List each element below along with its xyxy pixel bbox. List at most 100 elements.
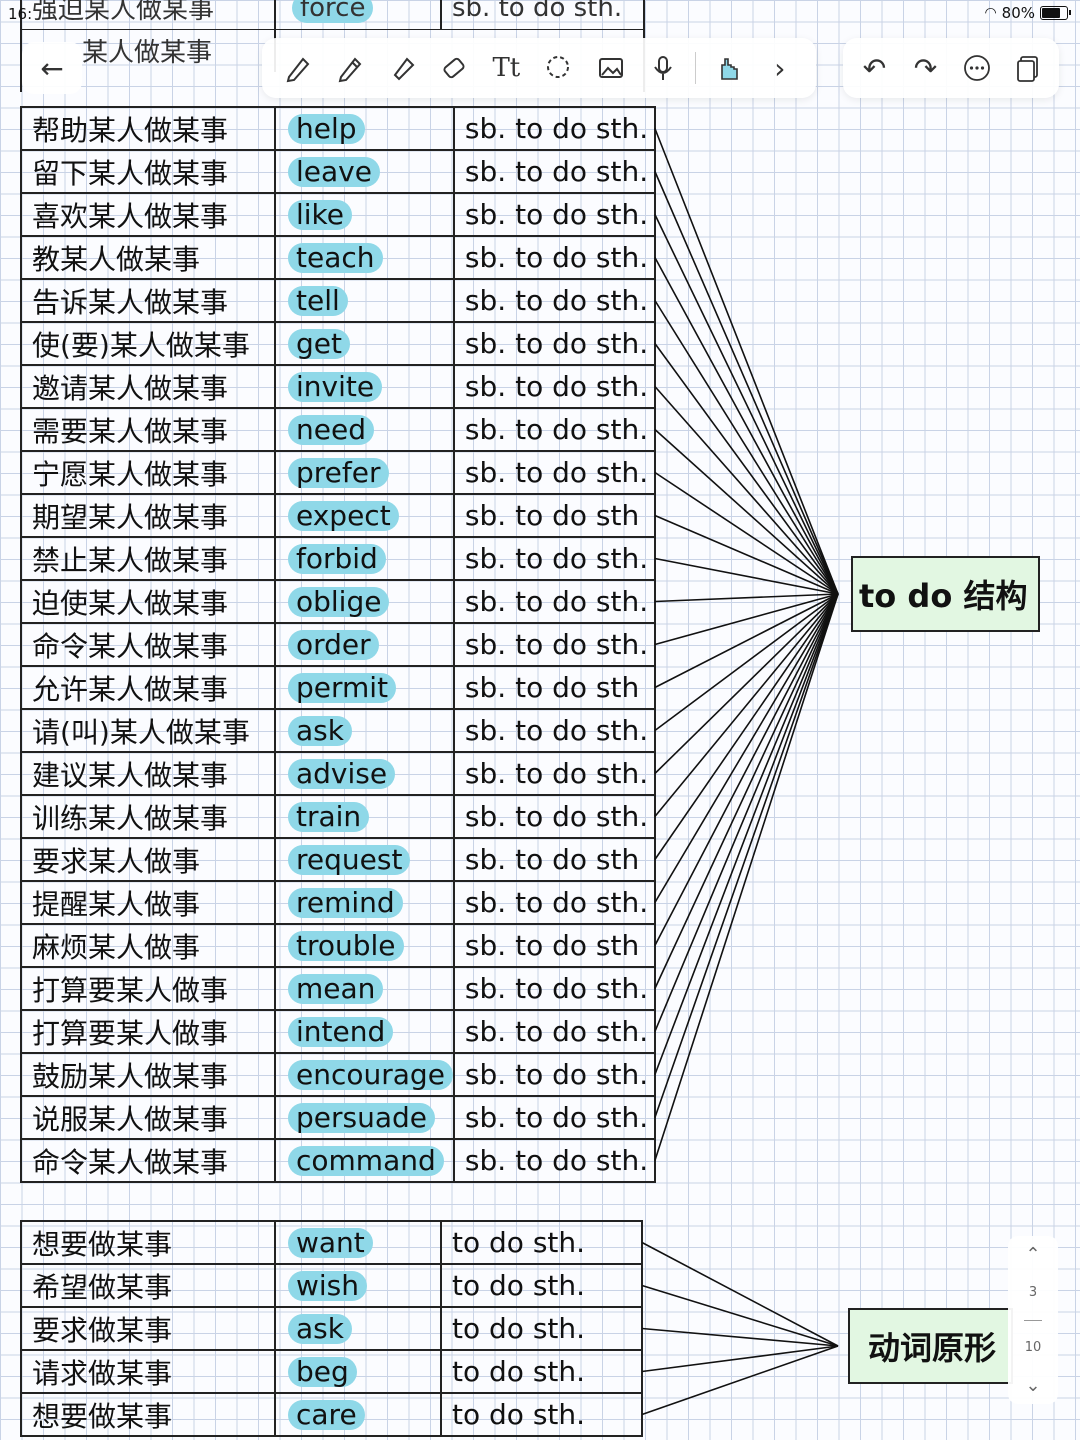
pattern-cell: sb. to do sth. bbox=[452, 450, 656, 495]
chevron-down-icon[interactable]: ⌄ bbox=[1025, 1375, 1041, 1396]
lasso-icon[interactable] bbox=[538, 48, 578, 88]
pen-icon[interactable] bbox=[278, 48, 318, 88]
verb-highlight: leave bbox=[288, 157, 380, 187]
verb-highlight: oblige bbox=[288, 587, 390, 617]
more-icon[interactable] bbox=[957, 48, 997, 88]
chinese-meaning: 邀请某人做某事 bbox=[20, 364, 276, 409]
verb-highlight: advise bbox=[288, 759, 396, 789]
pattern-cell: to do sth. bbox=[440, 1263, 643, 1308]
pattern-cell: sb. to do sth. bbox=[452, 966, 656, 1011]
verb-cell: teach bbox=[274, 235, 455, 280]
image-icon[interactable] bbox=[591, 48, 631, 88]
battery-icon bbox=[1040, 6, 1071, 20]
label-bare-infinitive: 动词原形 bbox=[848, 1308, 1013, 1384]
undo-icon[interactable]: ↶ bbox=[862, 51, 887, 85]
verb-cell: invite bbox=[274, 364, 455, 409]
connector-line bbox=[654, 514, 839, 595]
connector-line bbox=[654, 171, 839, 595]
total-pages: 10 bbox=[1024, 1340, 1042, 1356]
connector-line bbox=[641, 1327, 839, 1347]
verb-cell: ask bbox=[274, 708, 455, 753]
arrow-left-icon: ← bbox=[40, 51, 64, 85]
verb-cell: oblige bbox=[274, 579, 455, 624]
verb-cell: forbid bbox=[274, 536, 455, 581]
verb-highlight: beg bbox=[288, 1357, 357, 1387]
verb-highlight: tell bbox=[288, 286, 348, 316]
verb-cell: like bbox=[274, 192, 455, 237]
chevron-right-icon[interactable]: › bbox=[774, 51, 786, 85]
pattern-cell: sb. to do sth. bbox=[452, 1052, 656, 1097]
verb-highlight: trouble bbox=[288, 931, 404, 961]
pattern-cell: sb. to do sth. bbox=[452, 235, 656, 280]
connector-line bbox=[654, 128, 839, 595]
verb-cell: order bbox=[274, 622, 455, 667]
chinese-meaning: 训练某人做某事 bbox=[20, 794, 276, 839]
chinese-meaning: 打算要某人做事 bbox=[20, 1009, 276, 1054]
status-right: ◠ 80% bbox=[984, 4, 1071, 22]
pattern-cell: to do sth. bbox=[440, 1220, 643, 1265]
pattern-cell: sb. to do sth. bbox=[452, 751, 656, 796]
ghost-row: 强迫某人做某事 force sb. to do sth. bbox=[22, 0, 643, 30]
verb-highlight: remind bbox=[288, 888, 403, 918]
verb-cell: wish bbox=[274, 1263, 442, 1308]
marker-icon[interactable] bbox=[382, 48, 422, 88]
verb-highlight: forbid bbox=[288, 544, 386, 574]
pattern-cell: sb. to do sth. bbox=[452, 622, 656, 667]
pattern-cell: sb. to do sth. bbox=[452, 1095, 656, 1140]
status-time: 16: bbox=[8, 5, 33, 23]
chevron-up-icon[interactable]: ⌃ bbox=[1025, 1244, 1041, 1265]
page-divider bbox=[1024, 1319, 1042, 1321]
chinese-meaning: 鼓励某人做某事 bbox=[20, 1052, 276, 1097]
previous-rows: 强迫某人做某事 force sb. to do sth. 某人做某事 bbox=[20, 0, 645, 92]
verb-highlight: encourage bbox=[288, 1060, 453, 1090]
ghost-verb: force bbox=[276, 0, 442, 29]
verb-cell: mean bbox=[274, 966, 455, 1011]
pages-icon[interactable] bbox=[1008, 48, 1048, 88]
chinese-meaning: 要求某人做事 bbox=[20, 837, 276, 882]
back-button[interactable]: ← bbox=[22, 42, 82, 94]
verb-cell: request bbox=[274, 837, 455, 882]
page-navigator: ⌃ 3 10 ⌄ bbox=[1008, 1236, 1058, 1404]
chinese-meaning: 说服某人做某事 bbox=[20, 1095, 276, 1140]
mic-icon[interactable] bbox=[643, 48, 683, 88]
pattern-cell: sb. to do sth. bbox=[452, 536, 656, 581]
verb-cell: tell bbox=[274, 278, 455, 323]
connector-line bbox=[641, 1241, 839, 1347]
pencil-icon[interactable] bbox=[330, 48, 370, 88]
pattern-cell: sb. to do sth. bbox=[452, 708, 656, 753]
connector-line bbox=[654, 385, 839, 595]
pattern-cell: to do sth. bbox=[440, 1392, 643, 1437]
verb-cell: permit bbox=[274, 665, 455, 710]
pattern-cell: sb. to do sth. bbox=[452, 579, 656, 624]
verb-highlight: intend bbox=[288, 1017, 394, 1047]
pattern-cell: sb. to do sth. bbox=[452, 794, 656, 839]
pattern-cell: sb. to do sth. bbox=[452, 149, 656, 194]
verb-cell: remind bbox=[274, 880, 455, 925]
redo-icon[interactable]: ↷ bbox=[913, 51, 938, 85]
verb-cell: leave bbox=[274, 149, 455, 194]
connector-line bbox=[654, 593, 839, 1118]
verb-cell: train bbox=[274, 794, 455, 839]
verb-cell: trouble bbox=[274, 923, 455, 968]
chinese-meaning: 想要做某事 bbox=[20, 1392, 276, 1437]
hand-pointer-icon[interactable] bbox=[708, 48, 748, 88]
verb-highlight: help bbox=[288, 114, 365, 144]
text-icon[interactable]: Tt bbox=[492, 53, 521, 83]
eraser-icon[interactable] bbox=[434, 48, 474, 88]
